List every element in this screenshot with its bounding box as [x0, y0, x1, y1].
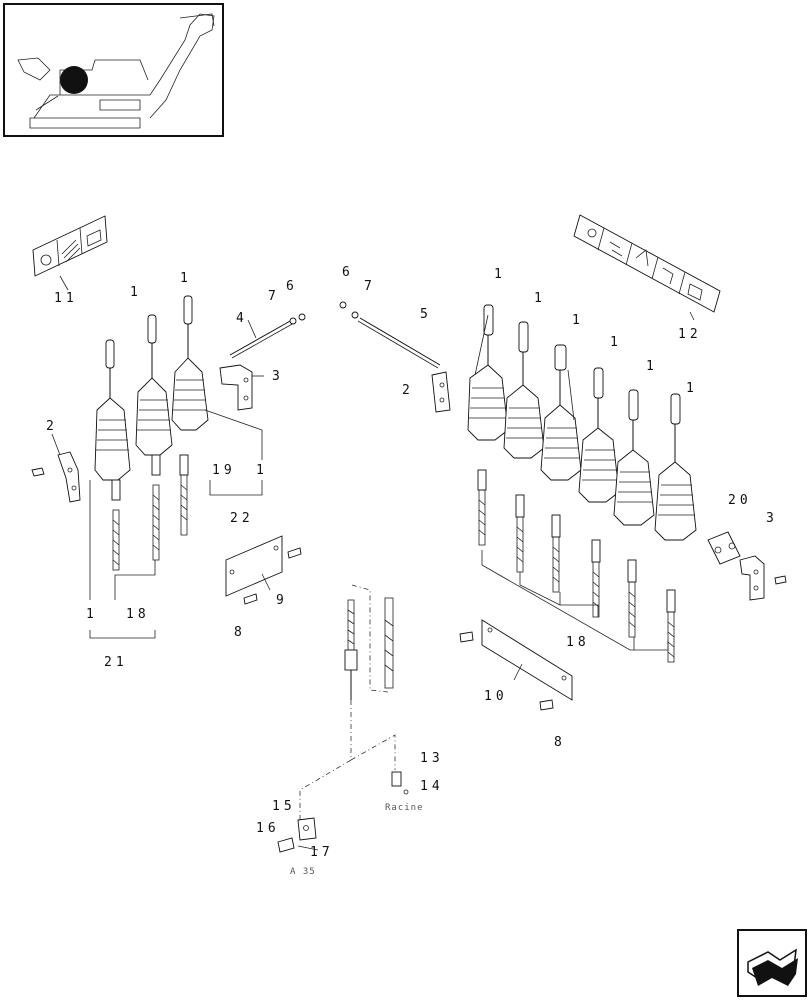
callout-17: 17 — [310, 845, 334, 860]
callout-1-a: 1 — [130, 285, 142, 300]
callout-9: 9 — [276, 593, 288, 608]
left-leader-lines — [89, 409, 263, 639]
right-leader-lines — [474, 314, 669, 651]
callout-4: 4 — [236, 311, 248, 326]
callout-7-centre: 7 — [364, 279, 376, 294]
callout-1-h: 1 — [610, 335, 622, 350]
callout-3-left: 3 — [272, 369, 284, 384]
callout-1-i: 1 — [646, 359, 658, 374]
a35-label: A 35 — [290, 867, 316, 877]
plate-10 — [459, 619, 573, 711]
rod-4 — [229, 313, 306, 359]
callout-18-left: 18 — [126, 607, 150, 622]
left-lever-assembly-b[interactable] — [135, 314, 173, 561]
left-lever-assembly-a[interactable] — [94, 339, 131, 571]
decal-12 — [573, 214, 721, 321]
rod-5 — [339, 301, 451, 413]
callout-19: 19 — [212, 463, 236, 478]
right-lever-assembly-d[interactable] — [578, 367, 620, 618]
callout-1-c: 1 — [256, 463, 268, 478]
callout-2-right: 2 — [402, 383, 414, 398]
callout-10: 10 — [484, 689, 508, 704]
callout-21: 21 — [104, 655, 128, 670]
callout-15: 15 — [272, 799, 296, 814]
machine-overview-thumbnail[interactable] — [3, 3, 224, 137]
callout-1-b: 1 — [180, 271, 192, 286]
callout-7-left: 7 — [268, 289, 280, 304]
right-lever-assembly-a[interactable] — [467, 304, 509, 546]
callout-labels: 11 12 1 1 7 6 4 3 2 19 1 22 9 8 1 18 21 … — [46, 265, 778, 877]
decal-11 — [32, 215, 108, 291]
callout-16: 16 — [256, 821, 280, 836]
racine-label: Racine — [385, 803, 424, 813]
bracket-2-left — [31, 433, 81, 503]
callout-8-right: 8 — [554, 735, 566, 750]
callout-20: 20 — [728, 493, 752, 508]
callout-5: 5 — [420, 307, 432, 322]
bracket-3-right — [739, 555, 787, 601]
right-lever-assembly-c[interactable] — [540, 344, 582, 593]
callout-8-left: 8 — [234, 625, 246, 640]
highlight-location-icon — [60, 66, 88, 94]
callout-1-g: 1 — [572, 313, 584, 328]
left-lever-assembly-c[interactable] — [171, 295, 209, 536]
callout-1-f: 1 — [534, 291, 546, 306]
callout-12: 12 — [678, 327, 702, 342]
callout-13: 13 — [420, 751, 444, 766]
right-lever-assembly-f[interactable] — [654, 393, 697, 663]
callout-2-left: 2 — [46, 419, 58, 434]
callout-1-d: 1 — [86, 607, 98, 622]
callout-6-left: 6 — [286, 279, 298, 294]
right-lever-assembly-b[interactable] — [503, 321, 545, 573]
callout-1-j: 1 — [686, 381, 698, 396]
bracket-20-right — [707, 531, 741, 565]
next-page-arrow-icon[interactable] — [737, 929, 807, 997]
callout-6-centre: 6 — [342, 265, 354, 280]
callout-1-e: 1 — [494, 267, 506, 282]
plate-9 — [225, 535, 302, 605]
callout-3-right: 3 — [766, 511, 778, 526]
callout-14: 14 — [420, 779, 444, 794]
bracket-3-left — [219, 364, 264, 411]
right-lever-assembly-e[interactable] — [613, 389, 655, 638]
centre-cable-assembly — [277, 584, 409, 853]
callout-11: 11 — [54, 291, 78, 306]
callout-22: 22 — [230, 511, 254, 526]
callout-18-right: 18 — [566, 635, 590, 650]
